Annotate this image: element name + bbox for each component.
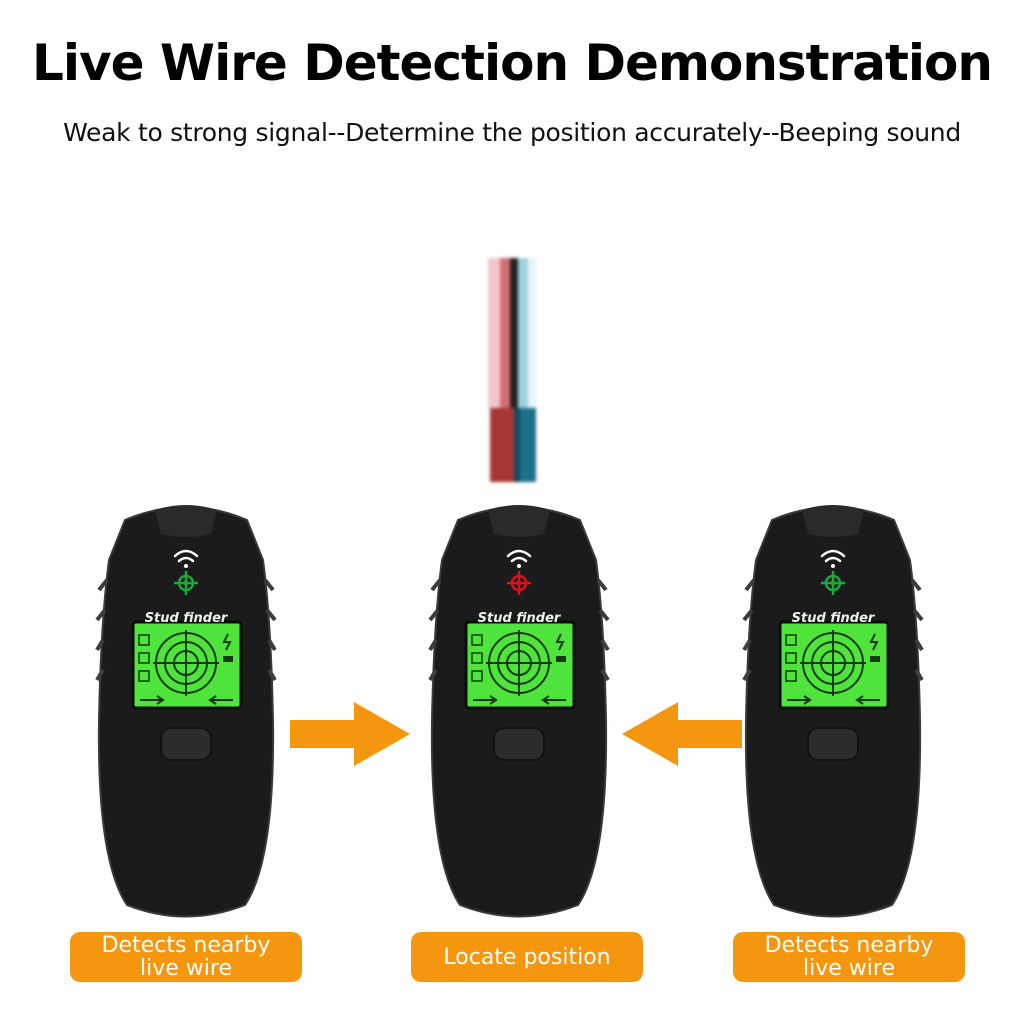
live-wire-image xyxy=(488,258,536,482)
caption-left: Detects nearby live wire xyxy=(70,932,302,982)
device-brand-label: Stud finder xyxy=(477,611,561,626)
caption-right-text: Detects nearby live wire xyxy=(764,933,934,981)
stud-finder-device-left: Stud finder xyxy=(95,500,277,920)
device-brand-label: Stud finder xyxy=(791,611,875,626)
arrow-right-icon xyxy=(290,702,410,766)
caption-left-text: Detects nearby live wire xyxy=(101,933,271,981)
device-brand-label: Stud finder xyxy=(144,611,228,626)
device-body-graphic xyxy=(95,505,277,918)
stud-finder-device-right: Stud finder xyxy=(742,500,924,920)
caption-center-text: Locate position xyxy=(443,944,611,970)
stud-finder-device-center: Stud finder xyxy=(428,500,610,920)
device-body-graphic xyxy=(428,505,610,918)
device-body-graphic xyxy=(742,505,924,918)
caption-right: Detects nearby live wire xyxy=(733,932,965,982)
caption-center: Locate position xyxy=(411,932,643,982)
page-title: Live Wire Detection Demonstration xyxy=(32,34,993,92)
arrow-left-icon xyxy=(622,702,742,766)
page-subtitle: Weak to strong signal--Determine the pos… xyxy=(63,118,961,147)
